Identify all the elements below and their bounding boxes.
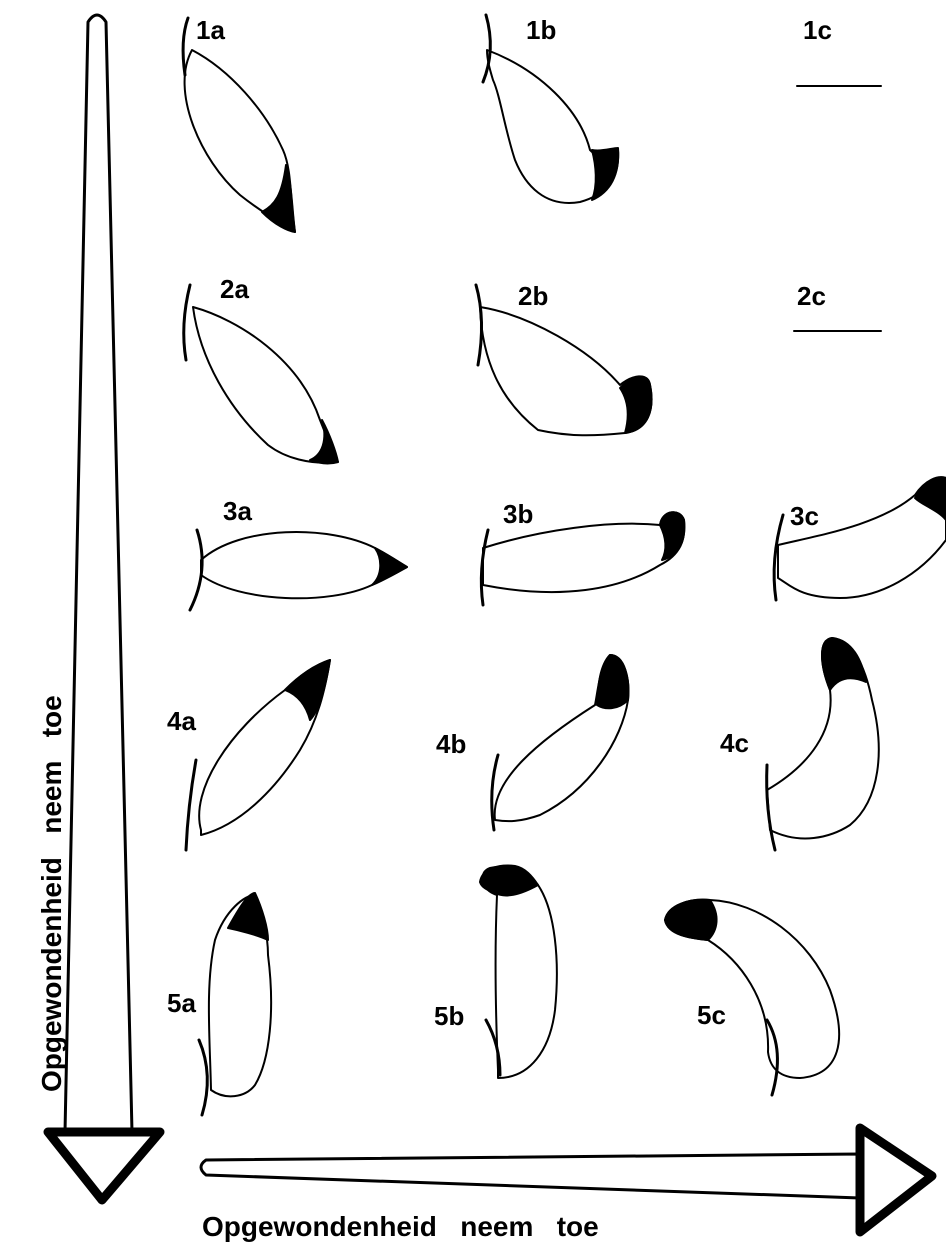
shape-5c — [664, 898, 841, 1097]
panel-label-1c: 1c — [803, 15, 832, 45]
panel-label-4a: 4a — [167, 706, 196, 736]
horizontal-axis-label: Opgewondenheid neem toe — [202, 1211, 599, 1242]
shape-3c — [772, 476, 946, 602]
panel-label-1b: 1b — [526, 15, 557, 45]
shape-2b — [474, 283, 653, 437]
panel-label-5c: 5c — [697, 1000, 726, 1030]
shape-4b — [490, 654, 630, 832]
panel-label-2b: 2b — [518, 281, 549, 311]
shape-1b — [481, 13, 620, 204]
vertical-axis-label: Opgewondenheid neem toe — [36, 695, 67, 1092]
horizontal-arrow — [199, 1123, 937, 1237]
panel-label-1a: 1a — [196, 15, 225, 45]
shape-1a — [181, 16, 296, 233]
shape-4a — [184, 659, 331, 852]
shape-5b — [479, 864, 558, 1079]
panel-label-3b: 3b — [503, 499, 534, 529]
shape-2a — [182, 283, 339, 465]
shape-4c — [765, 637, 880, 852]
vertical-arrow — [43, 13, 165, 1205]
panel-label-4b: 4b — [436, 729, 467, 759]
panel-label-3c: 3c — [790, 501, 819, 531]
panel-label-5a: 5a — [167, 988, 196, 1018]
shape-3a — [188, 528, 408, 612]
panel-label-2c: 2c — [797, 281, 826, 311]
panel-label-5b: 5b — [434, 1001, 465, 1031]
shape-5a — [197, 892, 273, 1117]
shape-3b — [479, 511, 686, 607]
panel-label-3a: 3a — [223, 496, 252, 526]
panel-label-2a: 2a — [220, 274, 249, 304]
panel-label-4c: 4c — [720, 728, 749, 758]
